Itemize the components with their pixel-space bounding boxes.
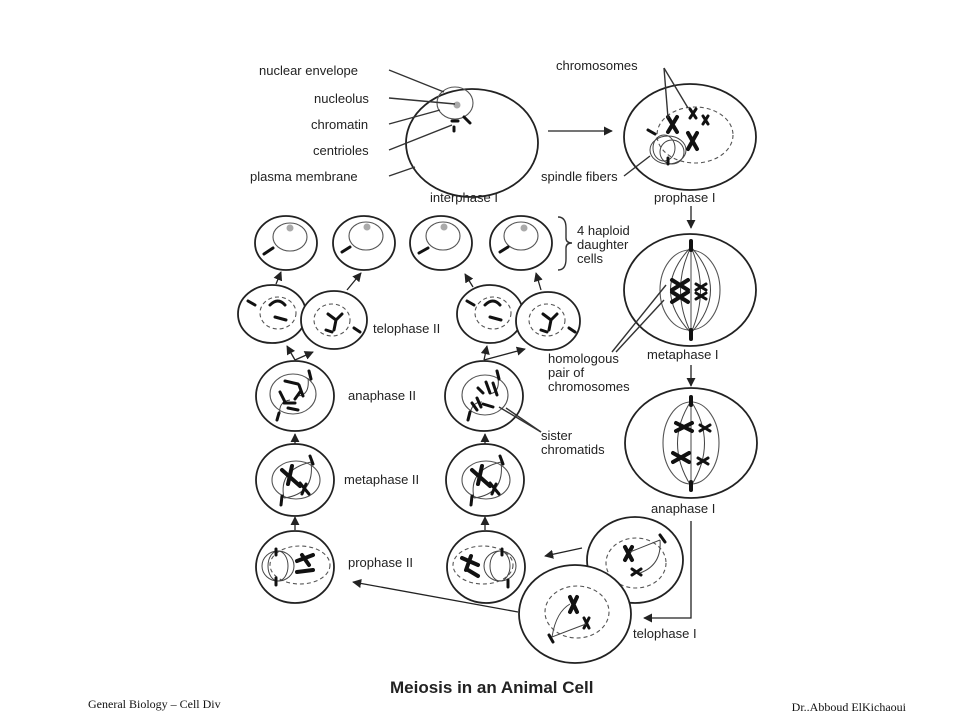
stage-metaphase-2: metaphase II	[344, 472, 419, 487]
daughter-cell-1	[254, 215, 318, 271]
label-sister-line-2: chromatids	[541, 442, 605, 457]
telophase-2-pair-left	[237, 284, 368, 350]
arrow-to-daughter-4	[533, 272, 543, 291]
pointer-lines-homologous	[611, 284, 667, 353]
prophase-2-cell-right	[446, 530, 526, 604]
arrow-to-daughter-1	[273, 271, 283, 285]
label-homologous-pair: homologous pair of chromosomes	[548, 351, 630, 394]
footer-author: Dr..Abboud ElKichaoui	[791, 700, 906, 714]
label-chromatin: chromatin	[311, 117, 368, 132]
centrioles-icon	[450, 115, 472, 133]
metaphase-1-cell	[623, 233, 757, 347]
telophase-2-pair-right	[456, 284, 581, 351]
label-daughter-line-1: 4 haploid	[577, 223, 630, 238]
anaphase-1-cell	[624, 387, 758, 499]
stage-telophase-1: telophase I	[633, 626, 697, 641]
daughter-cell-4	[489, 215, 553, 271]
metaphase-2-cell-left	[255, 443, 335, 517]
interphase-1-cell	[405, 86, 539, 198]
diagram-caption: Meiosis in an Animal Cell	[390, 678, 594, 697]
arrow-anaphase2-to-telophase2-r1	[480, 345, 490, 361]
arrow-anaphase2-to-telophase2-l2	[294, 351, 314, 361]
stage-metaphase-1: metaphase I	[647, 347, 719, 362]
label-nucleolus: nucleolus	[314, 91, 369, 106]
label-sister-line-1: sister	[541, 428, 573, 443]
anaphase-2-cell-right	[444, 360, 524, 432]
pointer-lines-prophase	[663, 67, 689, 119]
arrow-anaphase2-to-telophase2-r2	[483, 346, 526, 361]
stage-prophase-1: prophase I	[654, 190, 715, 205]
label-nuclear-envelope: nuclear envelope	[259, 63, 358, 78]
pointer-lines-interphase	[388, 69, 456, 177]
brace-daughter-cells	[557, 216, 573, 271]
stage-prophase-2: prophase II	[348, 555, 413, 570]
pointer-lines-sister	[498, 406, 542, 433]
daughter-cell-3	[409, 215, 473, 271]
daughter-cell-2	[332, 215, 396, 271]
anaphase-2-cell-left	[255, 360, 335, 432]
label-homologous-line-1: homologous	[548, 351, 619, 366]
stage-interphase-1: interphase I	[430, 190, 498, 205]
label-spindle-fibers: spindle fibers	[541, 169, 618, 184]
arrow-to-daughter-3	[464, 273, 474, 288]
arrow-anaphase2-to-telophase2-l1	[286, 345, 296, 361]
label-daughter-line-3: cells	[577, 251, 604, 266]
label-sister-chromatids: sister chromatids	[541, 428, 605, 457]
footer-course-title: General Biology – Cell Div	[88, 697, 221, 711]
label-centrioles: centrioles	[313, 143, 369, 158]
chromosome-icon	[666, 107, 710, 151]
stage-anaphase-2: anaphase II	[348, 388, 416, 403]
label-homologous-line-2: pair of	[548, 365, 585, 380]
label-chromosomes: chromosomes	[556, 58, 638, 73]
chromosome-icon	[671, 421, 712, 466]
stage-telophase-2: telophase II	[373, 321, 440, 336]
label-daughter-cells: 4 haploid daughter cells	[577, 223, 633, 266]
stage-anaphase-1: anaphase I	[651, 501, 715, 516]
arrow-telophase-to-prophase2-left	[352, 578, 519, 613]
nucleolus	[453, 101, 461, 109]
prophase-1-cell	[623, 83, 757, 191]
label-homologous-line-3: chromosomes	[548, 379, 630, 394]
prophase-2-cell-left	[255, 530, 335, 604]
pointer-spindle	[623, 155, 651, 177]
telophase-1-cell-lower	[518, 564, 632, 664]
chromosome-icon	[670, 278, 708, 304]
label-daughter-line-2: daughter	[577, 237, 629, 252]
arrow-telophase-to-prophase2-right	[544, 547, 583, 559]
label-plasma-membrane: plasma membrane	[250, 169, 358, 184]
arrow-to-daughter-2	[346, 272, 362, 291]
metaphase-2-cell-right	[445, 443, 525, 517]
arrow-anaphase-to-telophase	[643, 521, 692, 623]
